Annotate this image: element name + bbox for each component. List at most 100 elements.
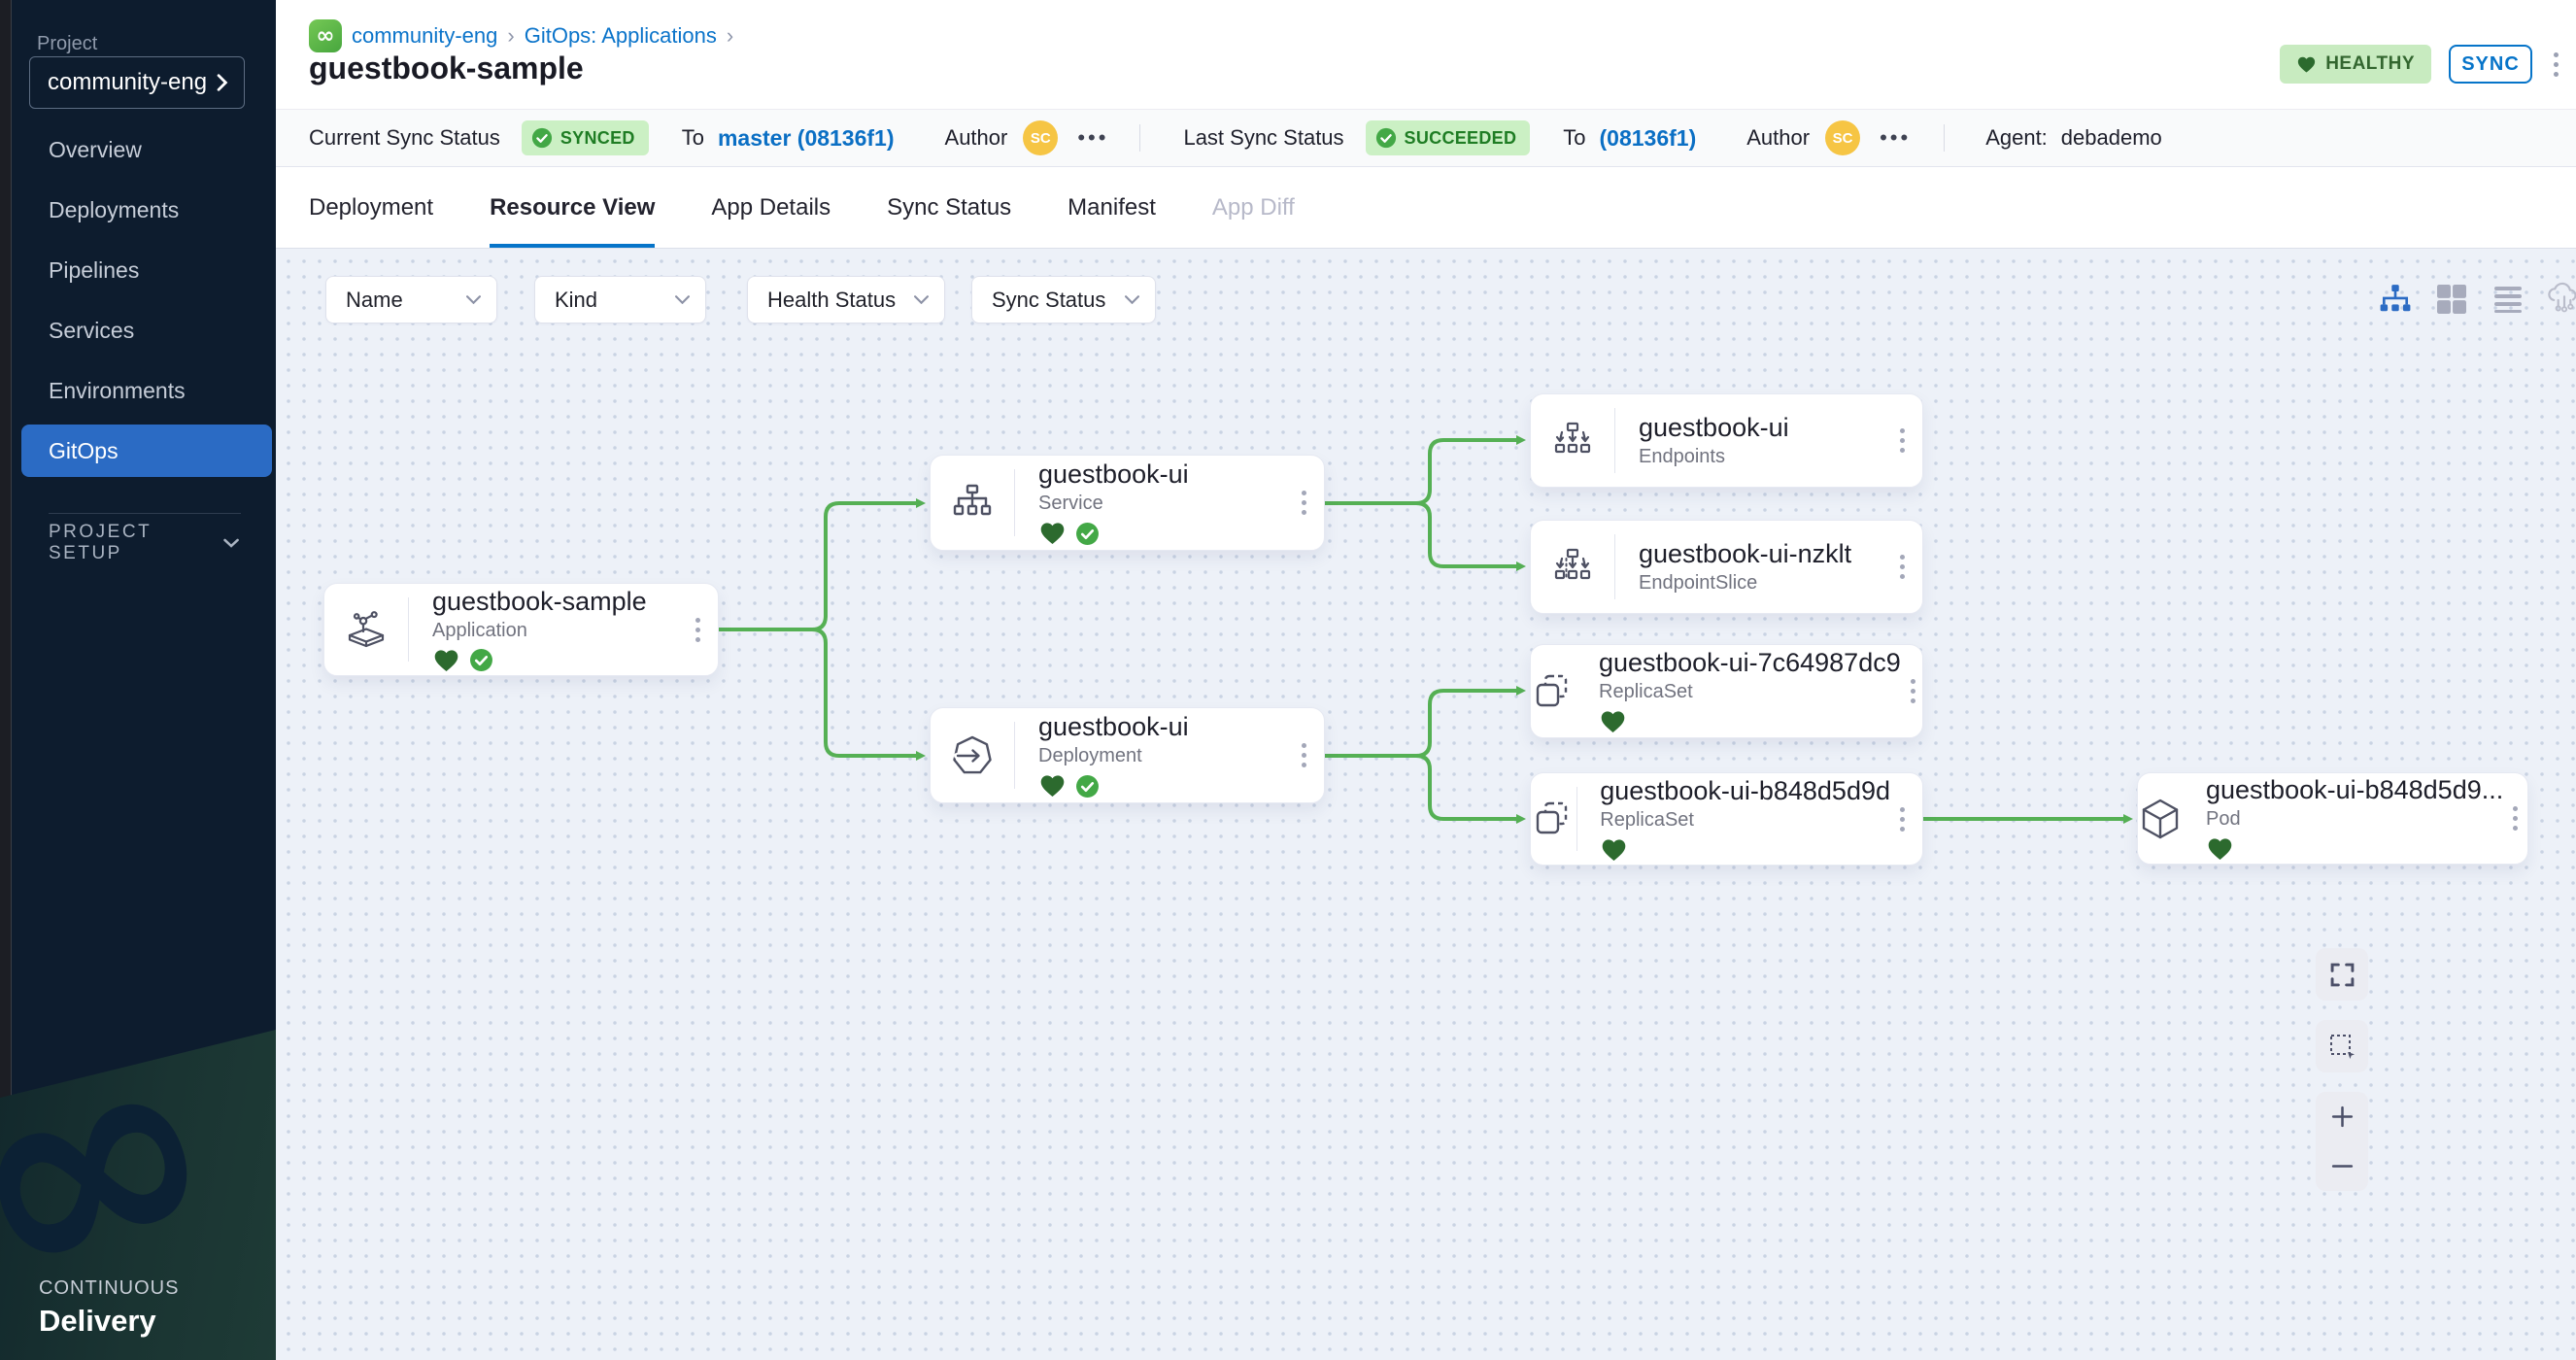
project-selector-value: community-eng [48,69,208,95]
author-avatar: SC [1825,120,1861,155]
tree-view-icon [2380,285,2411,312]
node-menu-button[interactable] [1890,798,1915,841]
project-selector[interactable]: community-eng [29,56,245,109]
last-revision-link[interactable]: (08136f1) [1599,124,1697,151]
sidebar-item-label: GitOps [49,437,119,463]
node-menu-button[interactable] [1292,481,1316,525]
tab-resource-view[interactable]: Resource View [490,167,656,248]
health-status-label: HEALTHY [2325,53,2415,74]
node-service-guestbook-ui[interactable]: guestbook-ui Service [930,455,1325,551]
sidebar-item-label: Environments [49,377,186,403]
zoom-control [2316,1092,2368,1191]
fullscreen-button[interactable] [2316,948,2368,1001]
minus-icon [2331,1165,2353,1168]
tab-deployment[interactable]: Deployment [309,193,434,221]
tree-view-button[interactable] [2378,282,2413,317]
to-label: To [1563,125,1586,150]
breadcrumb-separator: › [726,23,734,48]
node-menu-button[interactable] [1901,669,1925,713]
breadcrumb-separator: › [507,23,515,48]
pod-icon [2138,797,2183,841]
divider [1014,469,1015,536]
divider [1614,534,1615,599]
filter-kind[interactable]: Kind [534,276,706,323]
chevron-right-icon [217,74,228,91]
filter-sync-status[interactable]: Sync Status [971,276,1156,323]
sidebar-item-gitops[interactable]: GitOps [21,425,272,477]
select-region-button[interactable] [2316,1020,2368,1072]
project-setup-toggle[interactable]: PROJECT SETUP [49,522,239,563]
node-title: guestbook-ui-b848d5d9d [1600,775,1890,805]
node-replicaset-guestbook-ui-7c64987dc9[interactable]: guestbook-ui-7c64987dc9 ReplicaSet [1530,644,1923,738]
node-title: guestbook-sample [432,586,647,616]
filter-label: Health Status [767,287,897,312]
tab-sync-status[interactable]: Sync Status [887,193,1012,221]
tabs-bar: Deployment Resource View App Details Syn… [276,167,2576,249]
gitops-app-icon: ∞ [309,19,342,52]
node-title: guestbook-ui [1038,459,1189,489]
node-endpoints-guestbook-ui[interactable]: guestbook-ui Endpoints [1530,393,1923,488]
zoom-out-button[interactable] [2316,1142,2368,1191]
divider [1614,408,1615,473]
node-menu-button[interactable] [1890,545,1915,589]
breadcrumb-section-link[interactable]: GitOps: Applications [524,23,717,48]
tab-manifest[interactable]: Manifest [1068,193,1156,221]
healthy-heart-icon [434,649,458,671]
tab-app-details[interactable]: App Details [711,193,831,221]
cloud-network-view-button[interactable] [2547,282,2576,317]
project-label: Project [37,33,98,54]
node-deployment-guestbook-ui[interactable]: guestbook-ui Deployment [930,707,1325,803]
replicaset-icon [1531,797,1576,841]
health-status-badge: HEALTHY [2280,45,2431,84]
node-kind: Service [1038,493,1103,514]
service-icon [931,481,1014,526]
endpoints-icon [1531,419,1614,463]
view-toggle-group [2378,282,2576,317]
filter-health-status[interactable]: Health Status [747,276,945,323]
commit-more-button[interactable]: ••• [1077,125,1109,150]
node-kind: Pod [2206,808,2241,830]
sidebar-item-overview[interactable]: Overview [21,123,272,176]
synced-check-icon [1076,522,1099,545]
module-name-top: CONTINUOUS [39,1277,180,1299]
node-title: guestbook-ui-7c64987dc9 [1599,648,1901,677]
grid-view-button[interactable] [2434,282,2469,317]
current-revision-link[interactable]: master (08136f1) [717,124,895,151]
node-kind: Endpoints [1639,446,1725,467]
node-status [432,648,686,673]
heart-icon [2298,56,2316,73]
author-label: Author [944,125,1008,150]
header-more-menu-button[interactable] [2550,49,2562,81]
node-replicaset-guestbook-ui-b848d5d9d[interactable]: guestbook-ui-b848d5d9d ReplicaSet [1530,772,1923,866]
healthy-heart-icon [1601,711,1625,732]
node-pod-guestbook-ui-b848d5d9[interactable]: guestbook-ui-b848d5d9... Pod [2137,772,2528,865]
list-view-button[interactable] [2491,282,2525,317]
filter-name[interactable]: Name [325,276,497,323]
resource-tree-canvas[interactable]: Name Kind Health Status Sync Status [276,249,2576,1360]
sidebar-item-pipelines[interactable]: Pipelines [21,244,272,296]
check-circle-icon [1375,127,1396,149]
sidebar-item-deployments[interactable]: Deployments [21,184,272,236]
sidebar-item-label: Deployments [49,196,180,222]
node-menu-button[interactable] [686,608,710,652]
node-menu-button[interactable] [1292,733,1316,777]
endpointslice-icon [1531,545,1614,590]
node-menu-button[interactable] [1890,419,1915,462]
sync-button[interactable]: SYNC [2449,45,2532,84]
fullscreen-icon [2330,963,2354,986]
sidebar-item-environments[interactable]: Environments [21,364,272,417]
sidebar-item-services[interactable]: Services [21,304,272,357]
node-title: guestbook-ui [1639,413,1789,442]
breadcrumb-project-link[interactable]: community-eng [352,23,498,48]
filter-label: Sync Status [992,287,1106,312]
node-menu-button[interactable] [2503,797,2527,840]
node-endpointslice-guestbook-ui-nzklt[interactable]: guestbook-ui-nzklt EndpointSlice [1530,520,1923,614]
marquee-select-icon [2329,1034,2355,1059]
chevron-down-icon [223,538,239,548]
header-actions: HEALTHY SYNC [2280,45,2562,84]
commit-more-button[interactable]: ••• [1880,125,1912,150]
zoom-in-button[interactable] [2316,1093,2368,1141]
healthy-heart-icon [1040,523,1065,544]
node-application-guestbook-sample[interactable]: guestbook-sample Application [323,583,719,676]
